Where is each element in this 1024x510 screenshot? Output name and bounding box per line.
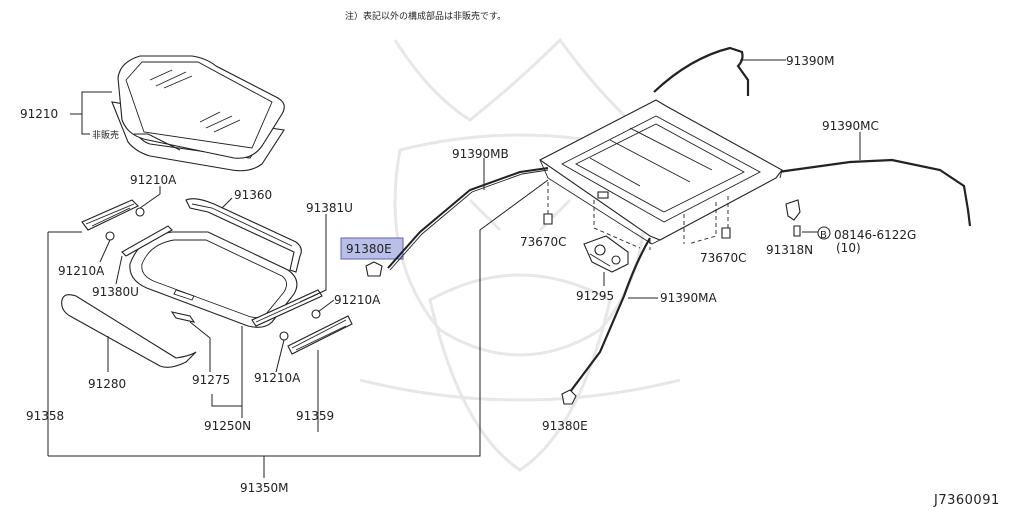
label-73670C-right: 73670C	[700, 251, 747, 265]
hose-91390M	[653, 46, 750, 96]
bracket-91318N	[785, 199, 801, 237]
clip-91380E-bottom	[561, 389, 577, 405]
leader-91358	[47, 231, 82, 456]
dashed-guides	[547, 182, 729, 250]
leader-91210A-bottom	[275, 339, 285, 373]
label-91295: 91295	[576, 289, 614, 303]
shade-panel-91280	[61, 294, 197, 368]
label-91358: 91358	[26, 409, 64, 423]
label-73670C-left: 73670C	[520, 235, 567, 249]
label-91390MA: 91390MA	[660, 291, 718, 305]
label-91381U: 91381U	[306, 201, 353, 215]
label-91390M: 91390M	[786, 54, 835, 68]
diagram-code: J7360091	[933, 493, 1000, 508]
label-91390MC: 91390MC	[822, 119, 879, 133]
hose-91390MC	[777, 158, 972, 227]
hose-91390MA	[569, 237, 651, 393]
label-91380E-bottom: 91380E	[542, 419, 588, 433]
watermark-crest	[359, 37, 681, 472]
label-91250N: 91250N	[204, 419, 251, 433]
clip-91380E-top	[365, 261, 383, 277]
hose-91390MB-outline	[389, 169, 549, 271]
label-91318N: 91318N	[766, 243, 813, 257]
label-91360: 91360	[234, 188, 272, 202]
bolt-mark-circle	[817, 226, 831, 240]
label-91380U: 91380U	[92, 285, 139, 299]
label-91210: 91210	[20, 107, 58, 121]
label-not-sold: 非販売	[92, 129, 119, 141]
leader-91250N	[211, 326, 243, 418]
seal-strip-91380U	[121, 225, 173, 257]
label-91280: 91280	[88, 377, 126, 391]
label-91275: 91275	[192, 373, 230, 387]
label-91380E-top[interactable]: 91380E	[346, 242, 392, 256]
leader-91275	[189, 321, 211, 372]
leader-91380U	[115, 255, 123, 285]
deflector-91360	[185, 198, 302, 273]
rail-bracket-right	[279, 309, 353, 355]
leader-91210A-mid	[317, 299, 335, 313]
bolt-mark-letter: B	[820, 230, 827, 241]
handle-91275	[170, 311, 196, 323]
bolt-73670C-left	[543, 213, 553, 225]
not-sold-note: 注）表記以外の構成部品は非販売です。	[345, 10, 506, 22]
label-bolt-code: 08146-6122G	[834, 228, 916, 242]
glass-lid-91210	[111, 55, 285, 172]
highlight-box-91380E[interactable]	[340, 237, 404, 260]
label-91210A-mid: 91210A	[334, 293, 381, 307]
label-91390MB: 91390MB	[452, 147, 509, 161]
sunroof-frame	[538, 99, 783, 245]
label-91210A-left: 91210A	[58, 264, 105, 278]
leader-91360	[221, 197, 233, 209]
leader-91210A-left	[99, 239, 111, 263]
label-91210A-top: 91210A	[130, 173, 177, 187]
label-91359: 91359	[296, 409, 334, 423]
leader-91210	[70, 91, 181, 151]
hose-91390MB	[387, 167, 549, 269]
bolt-73670C-right	[721, 227, 731, 239]
leader-91381U	[299, 214, 327, 303]
label-bolt-qty: (10)	[836, 241, 861, 255]
rail-bracket-left	[81, 199, 145, 241]
label-91350M: 91350M	[240, 481, 289, 495]
motor-91295	[583, 235, 629, 273]
leader-91210A-top	[139, 186, 161, 209]
label-91210A-bottom: 91210A	[254, 371, 301, 385]
leader-91350M	[48, 179, 549, 478]
